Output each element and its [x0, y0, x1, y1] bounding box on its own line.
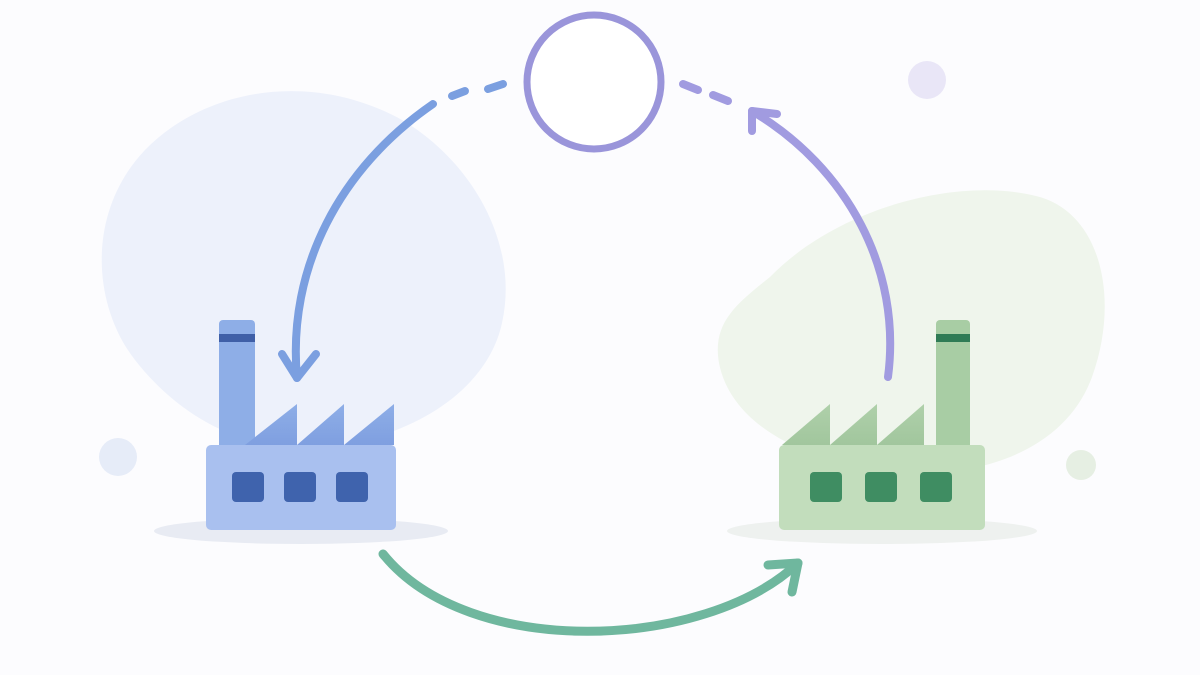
right-factory-icon	[779, 320, 985, 530]
arrow-center-to-left-factory	[278, 80, 507, 382]
decorative-dot-top-right	[908, 61, 946, 99]
right-background-blob	[717, 190, 1105, 473]
center-cycle-node	[523, 11, 665, 153]
decorative-dot-right	[1066, 450, 1096, 480]
left-factory-icon	[206, 320, 396, 530]
arrow-left-factory-to-right-factory	[378, 549, 803, 636]
arrow-right-factory-to-center	[679, 80, 895, 381]
decorative-dot-left	[99, 438, 137, 476]
